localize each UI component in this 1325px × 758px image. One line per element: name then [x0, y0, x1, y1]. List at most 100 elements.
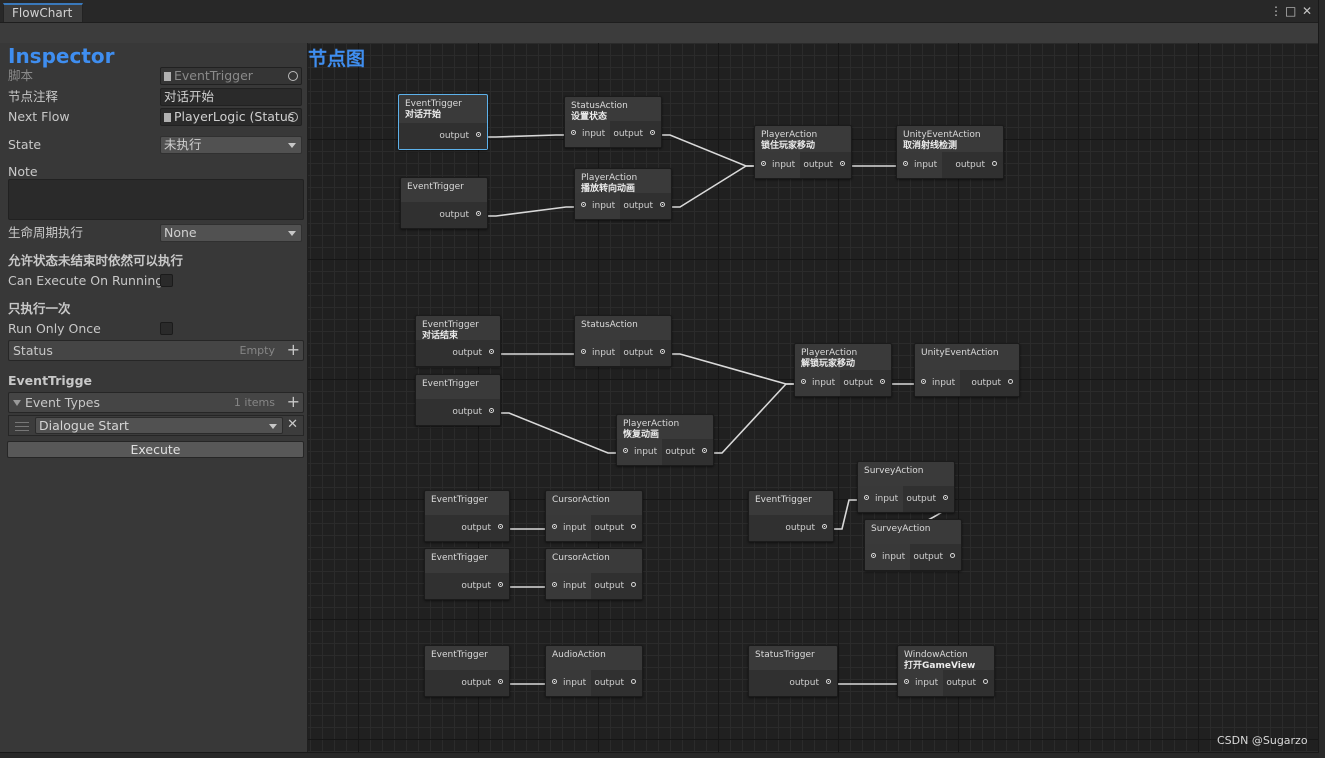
- input-port-dot-icon[interactable]: [552, 582, 557, 587]
- input-port[interactable]: input: [575, 193, 620, 219]
- input-port[interactable]: input: [898, 670, 943, 696]
- input-port-label: input: [582, 129, 606, 139]
- output-port-label: output: [955, 160, 985, 170]
- input-port-dot-icon[interactable]: [623, 448, 628, 453]
- execute-button[interactable]: Execute: [7, 441, 304, 458]
- output-port-dot-icon[interactable]: [631, 679, 636, 684]
- output-port-dot-icon[interactable]: [489, 408, 494, 413]
- input-port[interactable]: input: [897, 152, 942, 178]
- output-port-dot-icon[interactable]: [826, 679, 831, 684]
- output-port-dot-icon[interactable]: [840, 161, 845, 166]
- tab-flowchart[interactable]: FlowChart: [3, 3, 83, 22]
- output-port-dot-icon[interactable]: [498, 679, 503, 684]
- object-picker-icon[interactable]: [288, 112, 298, 122]
- add-event-type-button[interactable]: +: [286, 392, 300, 411]
- input-port[interactable]: input: [865, 544, 910, 570]
- lifecycle-dropdown[interactable]: None: [160, 224, 302, 242]
- input-port-dot-icon[interactable]: [871, 553, 876, 558]
- more-menu-icon[interactable]: ⋮: [1270, 4, 1282, 18]
- output-port-dot-icon[interactable]: [631, 582, 636, 587]
- run-once-checkbox[interactable]: [160, 322, 173, 335]
- output-port-dot-icon[interactable]: [489, 349, 494, 354]
- maximize-icon[interactable]: □: [1285, 4, 1297, 18]
- input-port-dot-icon[interactable]: [864, 495, 869, 500]
- input-port[interactable]: input: [795, 370, 840, 396]
- output-port-dot-icon[interactable]: [880, 379, 885, 384]
- input-port-dot-icon[interactable]: [552, 679, 557, 684]
- input-port-dot-icon[interactable]: [581, 349, 586, 354]
- node-comment-input[interactable]: 对话开始: [160, 88, 302, 106]
- output-port-dot-icon[interactable]: [650, 130, 655, 135]
- input-port[interactable]: input: [617, 439, 662, 465]
- event-type-dropdown[interactable]: Dialogue Start: [35, 417, 283, 434]
- remove-element-icon[interactable]: ✕: [287, 417, 298, 432]
- output-port-dot-icon[interactable]: [498, 524, 503, 529]
- foldout-arrow-icon[interactable]: [13, 400, 21, 406]
- input-port[interactable]: input: [565, 121, 610, 147]
- output-port-dot-icon[interactable]: [660, 349, 665, 354]
- input-port[interactable]: input: [858, 486, 903, 512]
- input-port[interactable]: input: [915, 370, 960, 396]
- input-port[interactable]: input: [546, 573, 591, 599]
- run-once-label: Run Only Once: [8, 321, 101, 336]
- output-port-dot-icon[interactable]: [943, 495, 948, 500]
- input-port-dot-icon[interactable]: [581, 202, 586, 207]
- can-execute-checkbox[interactable]: [160, 274, 173, 287]
- output-port-dot-icon[interactable]: [983, 679, 988, 684]
- output-port-dot-icon[interactable]: [950, 553, 955, 558]
- event-types-header[interactable]: Event Types 1 items +: [8, 392, 304, 413]
- output-port-dot-icon[interactable]: [702, 448, 707, 453]
- output-port-dot-icon[interactable]: [476, 132, 481, 137]
- input-port-dot-icon[interactable]: [904, 679, 909, 684]
- input-port-dot-icon[interactable]: [921, 379, 926, 384]
- input-port-dot-icon[interactable]: [801, 379, 806, 384]
- input-port-dot-icon[interactable]: [571, 130, 576, 135]
- input-port-dot-icon[interactable]: [903, 161, 908, 166]
- state-dropdown[interactable]: 未执行: [160, 136, 302, 154]
- output-port-dot-icon[interactable]: [660, 202, 665, 207]
- note-textarea[interactable]: [8, 179, 304, 220]
- input-port[interactable]: input: [575, 340, 620, 366]
- node-title: PlayerAction: [623, 419, 680, 429]
- input-port[interactable]: input: [546, 670, 591, 696]
- next-flow-field[interactable]: PlayerLogic (Status: [160, 108, 302, 126]
- output-port-dot-icon[interactable]: [476, 211, 481, 216]
- output-port-dot-icon[interactable]: [1008, 379, 1013, 384]
- add-status-button[interactable]: +: [286, 340, 300, 359]
- output-port-dot-icon[interactable]: [992, 161, 997, 166]
- close-icon[interactable]: ✕: [1302, 4, 1313, 18]
- input-port[interactable]: input: [755, 152, 800, 178]
- output-port-dot-icon[interactable]: [498, 582, 503, 587]
- output-port-dot-icon[interactable]: [822, 524, 827, 529]
- drag-handle-icon[interactable]: [15, 422, 29, 431]
- input-port-dot-icon[interactable]: [761, 161, 766, 166]
- output-port-dot-icon[interactable]: [631, 524, 636, 529]
- input-port[interactable]: input: [546, 515, 591, 541]
- input-port-dot-icon[interactable]: [552, 524, 557, 529]
